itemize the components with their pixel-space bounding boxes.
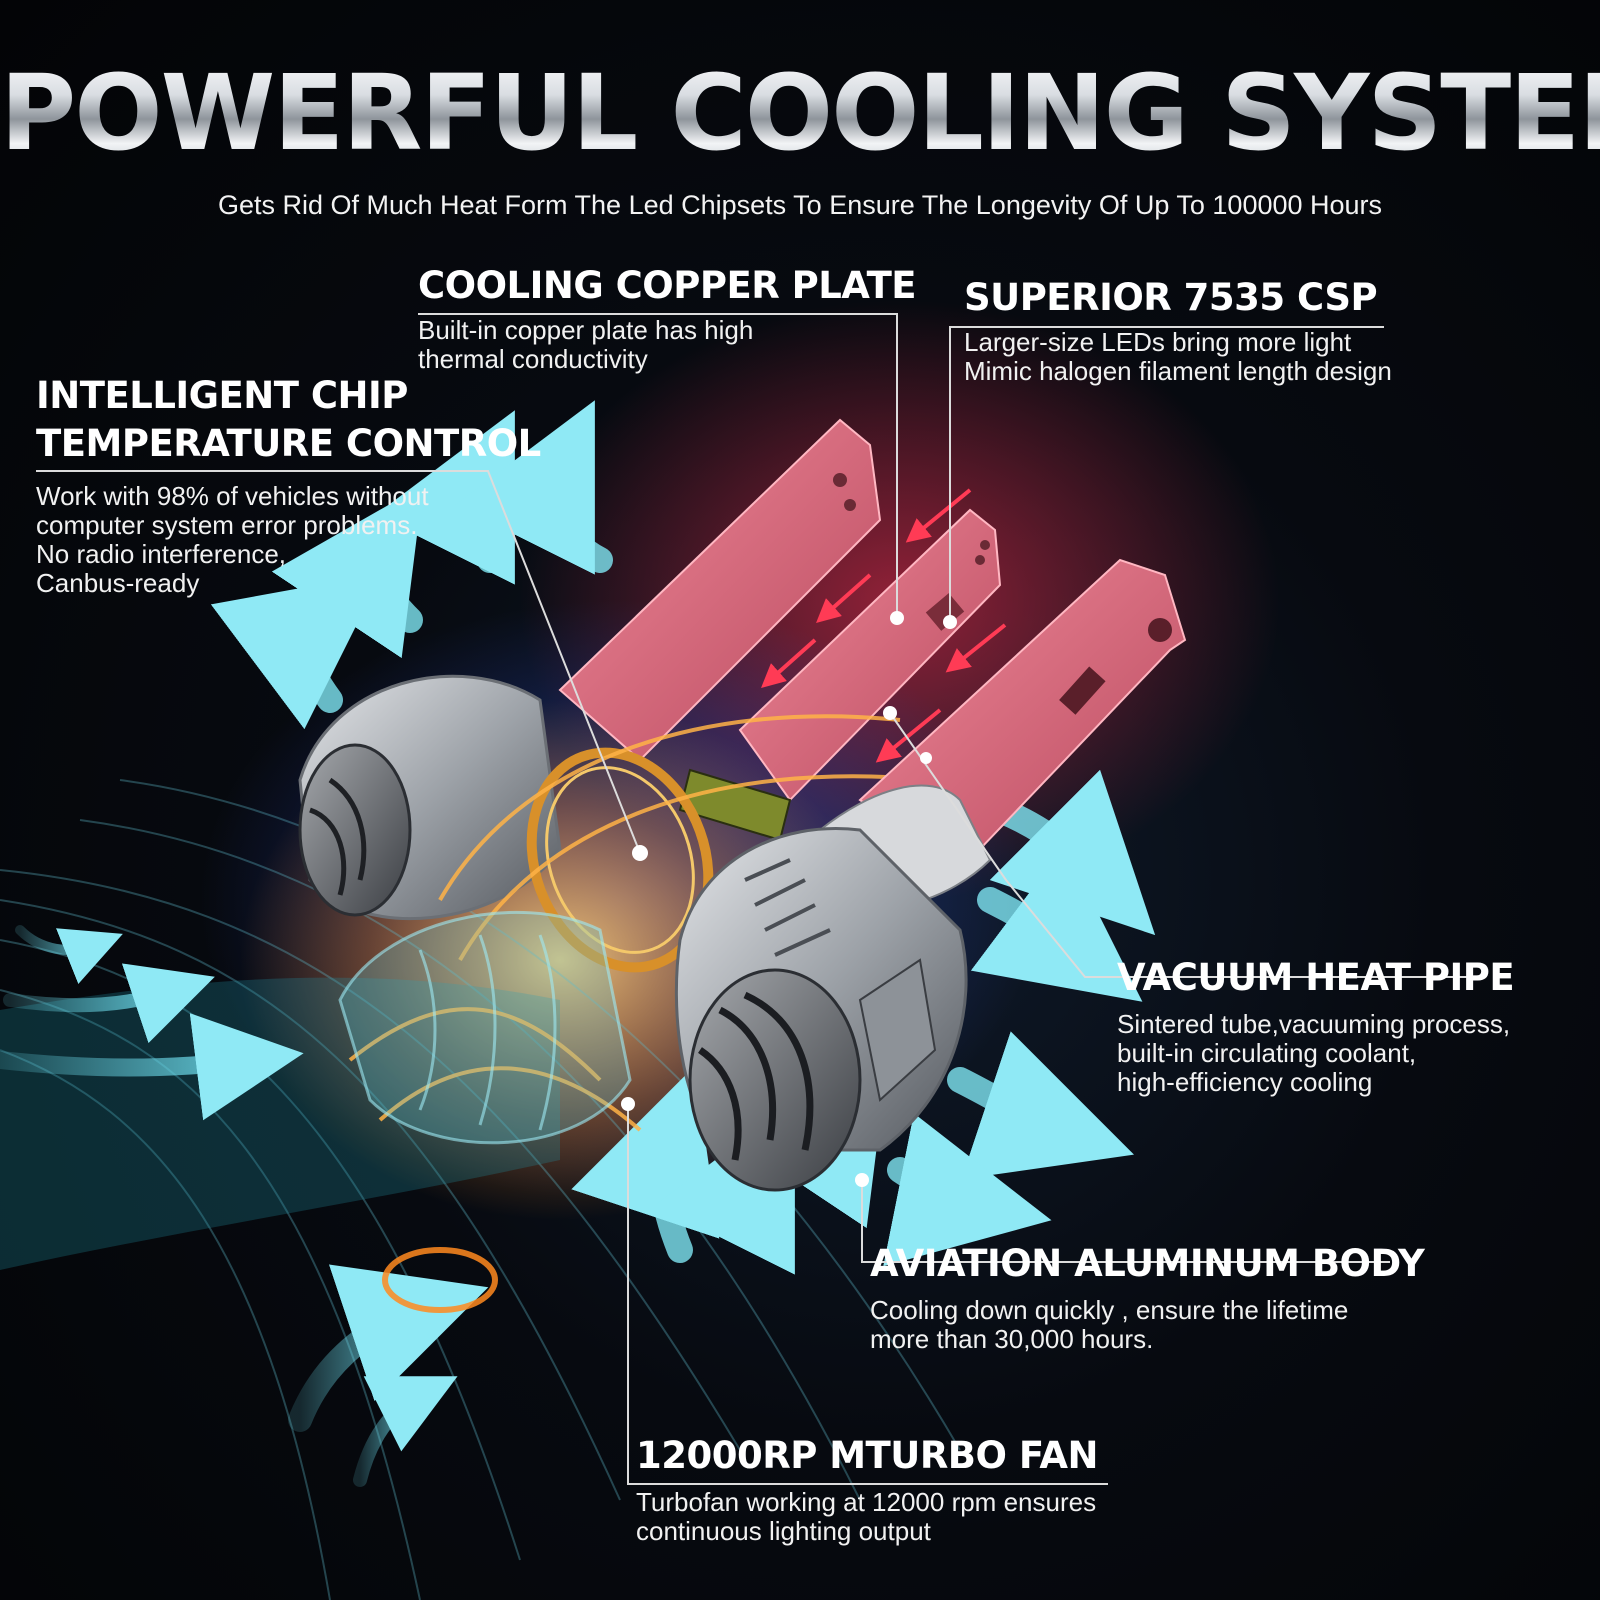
- callout-title: SUPERIOR 7535 CSP: [964, 276, 1378, 319]
- leader-lines: [36, 313, 1475, 1485]
- callout-csp: SUPERIOR 7535 CSP Larger-size LEDs bring…: [964, 274, 1392, 386]
- middle-led-board: [678, 508, 1002, 842]
- callout-text: Turbofan working at 12000 rpm ensures co…: [636, 1487, 1097, 1546]
- callout-text: Sintered tube,vacuuming process, built-i…: [1117, 1009, 1511, 1097]
- rear-bulb: [298, 418, 882, 921]
- callout-aluminum-body: AVIATION ALUMINUM BODY Cooling down quic…: [870, 1240, 1425, 1354]
- page-subtitle: Gets Rid Of Much Heat Form The Led Chips…: [217, 190, 1383, 220]
- light-swirls: [348, 714, 931, 1313]
- turbo-fan: [338, 910, 632, 1145]
- callout-text: Built-in copper plate has high thermal c…: [418, 315, 754, 374]
- callout-heat-pipe: VACUUM HEAT PIPE Sintered tube,vacuuming…: [1117, 954, 1515, 1097]
- callout-dots: [621, 611, 957, 1187]
- front-bulb: [674, 558, 1187, 1192]
- callout-text: Larger-size LEDs bring more light Mimic …: [964, 327, 1392, 386]
- callout-title: 12000RP MTURBO FAN: [636, 1434, 1098, 1477]
- page-title: POWERFUL COOLING SYSTEM: [0, 52, 1600, 174]
- exhaust-arrows: [210, 400, 1156, 1275]
- callout-copper-plate: COOLING COPPER PLATE Built-in copper pla…: [418, 262, 917, 374]
- intake-arrows: [0, 925, 489, 1487]
- callout-text: Work with 98% of vehicles without comput…: [36, 481, 429, 598]
- callout-title: COOLING COPPER PLATE: [418, 264, 917, 307]
- airflow-streaks: [0, 779, 961, 1600]
- callout-title: VACUUM HEAT PIPE: [1117, 956, 1515, 999]
- callout-title: INTELLIGENT CHIP TEMPERATURE CONTROL: [36, 374, 541, 465]
- copper-heat-pipe: [526, 747, 714, 973]
- callout-chip-control: INTELLIGENT CHIP TEMPERATURE CONTROL Wor…: [36, 372, 541, 598]
- callout-title: AVIATION ALUMINUM BODY: [870, 1242, 1425, 1285]
- callout-turbo-fan: 12000RP MTURBO FAN Turbofan working at 1…: [636, 1432, 1098, 1546]
- heat-arrows: [761, 488, 1007, 763]
- callout-text: Cooling down quickly , ensure the lifeti…: [870, 1295, 1349, 1354]
